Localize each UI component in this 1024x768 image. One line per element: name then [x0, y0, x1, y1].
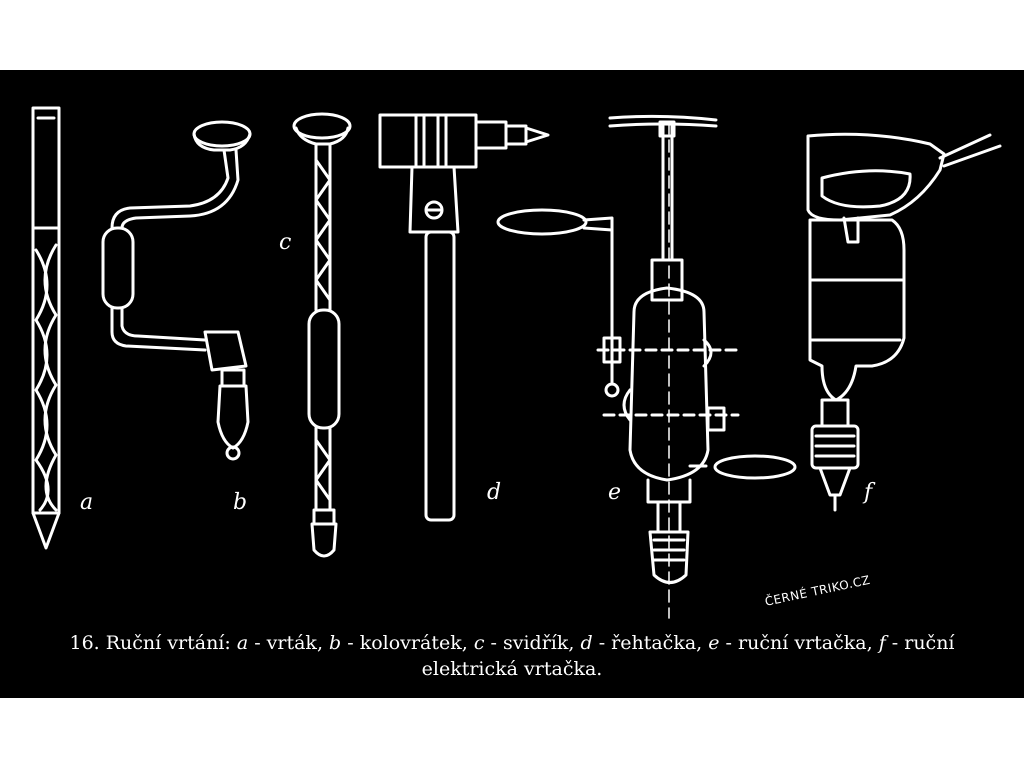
label-c: c — [279, 230, 292, 255]
caption-text-f: ruční elektrická vrtačka — [421, 632, 955, 680]
label-f: f — [864, 480, 873, 505]
figure-panel: a b c d e f ČERNÉ TRIKO.CZ 16. Ruční vrt… — [0, 70, 1024, 698]
figure-caption: 16. Ruční vrtání: a - vrták, b - kolovrá… — [69, 632, 955, 680]
ratchet-drawing — [378, 113, 550, 522]
push-drill-drawing — [292, 112, 352, 558]
caption-key-a: a — [236, 632, 249, 654]
label-d: d — [487, 480, 502, 505]
label-a: a — [80, 490, 94, 515]
caption-text-c: svidřík — [502, 632, 569, 654]
caption-text-a: vrták — [266, 632, 317, 654]
hand-drill-drawing — [496, 114, 797, 619]
hand-drilling-tools-illustration — [31, 106, 1002, 619]
caption-text-b: kolovrátek — [359, 632, 462, 654]
caption-key-c: c — [473, 632, 485, 654]
caption-title: Ruční vrtání: — [105, 632, 231, 654]
caption-key-b: b — [329, 632, 342, 654]
caption-key-e: e — [708, 632, 720, 654]
caption-key-d: d — [580, 632, 593, 654]
label-b: b — [233, 490, 248, 515]
caption-number: 16. — [69, 632, 100, 654]
caption-key-f: f — [878, 632, 886, 654]
caption-text-d: řehtačka — [611, 632, 697, 654]
caption-text-e: ruční vrtačka — [738, 632, 867, 654]
electric-drill-drawing — [806, 132, 1002, 512]
twist-drill-bit-drawing — [31, 106, 61, 550]
label-e: e — [608, 480, 622, 505]
brace-drill-drawing — [101, 120, 252, 461]
